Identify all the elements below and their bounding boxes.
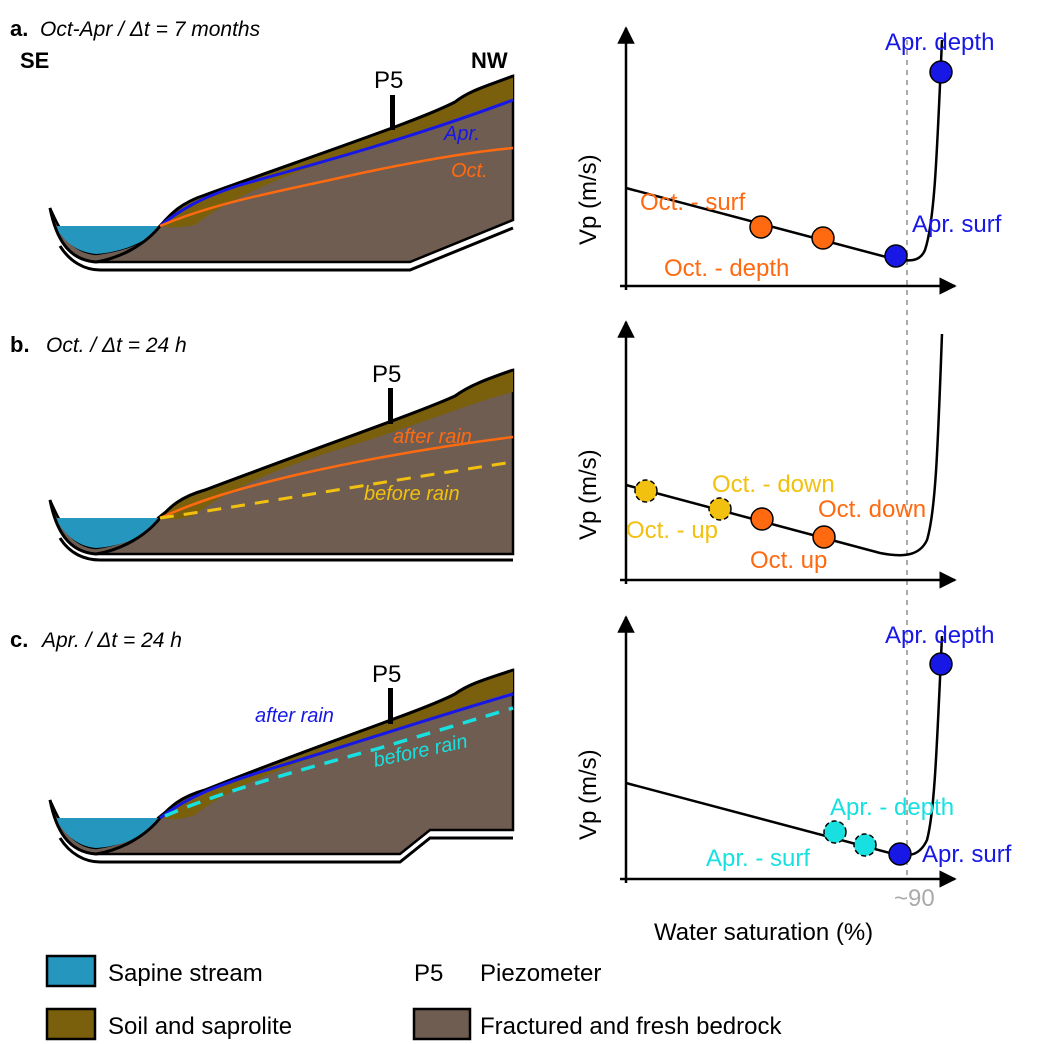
label-apr-depth-after: Apr. depth: [885, 622, 994, 649]
apr-surf-point-after: [888, 842, 912, 866]
panel-c-after-rain-label: after rain: [255, 705, 334, 727]
after-rain-line: [159, 692, 514, 820]
panel-b-letter: b.: [10, 332, 30, 357]
panel-b-piezometer-label: P5: [372, 361, 401, 388]
label-oct-down-after: Oct. down: [818, 496, 926, 523]
base-line: [58, 836, 513, 864]
panel-a-letter: a.: [10, 16, 28, 41]
apr-surf-point-before: [853, 833, 877, 857]
before-rain-line: [164, 706, 514, 818]
apr-depth-point: [929, 60, 953, 84]
panel-c-piezometer-label: P5: [372, 661, 401, 688]
panel-a-piezometer-label: P5: [374, 67, 403, 94]
apr-surf-point: [884, 244, 908, 268]
base-line: [58, 537, 513, 562]
ground-surface: [48, 668, 514, 856]
legend-piezo-label: Piezometer: [480, 960, 601, 987]
curve-c: Vp (m/s) Apr. depth Apr. - depth Apr. - …: [575, 615, 1012, 888]
legend-soil-swatch: [45, 1007, 97, 1041]
panel-c-section: c. Apr. / Δt = 24 h P5 after rain before…: [10, 627, 515, 864]
soil-layer: [160, 76, 513, 228]
oct-surf-point: [749, 215, 773, 239]
october-line: [159, 146, 514, 228]
threshold-label: ~90: [894, 885, 935, 912]
label-apr-surf: Apr. surf: [912, 211, 1002, 238]
curve-a-ylabel: Vp (m/s): [575, 154, 602, 245]
legend-piezo-symbol: P5: [414, 960, 443, 987]
label-oct-down-before: Oct. - down: [712, 471, 835, 498]
panel-a-nw-label: NW: [471, 48, 508, 73]
label-apr-depth-before: Apr. - depth: [830, 794, 954, 821]
x-axis-label: Water saturation (%): [654, 919, 873, 946]
label-oct-up-after: Oct. up: [750, 547, 827, 574]
curve-c-ylabel: Vp (m/s): [575, 749, 602, 840]
panel-b-section: b. Oct. / Δt = 24 h P5 after rain before…: [10, 332, 515, 562]
vp-curve: [625, 635, 944, 857]
legend-bedrock-swatch: [412, 1007, 472, 1041]
oct-up-point-before: [634, 479, 658, 503]
oct-down-point-after: [812, 525, 836, 549]
panel-a-oct-label: Oct.: [451, 160, 488, 182]
panel-c-letter: c.: [10, 627, 28, 652]
panel-b-before-rain-label: before rain: [364, 483, 460, 505]
label-apr-surf-after: Apr. surf: [922, 841, 1012, 868]
ground-surface: [48, 368, 514, 556]
oct-up-point-after: [750, 507, 774, 531]
vp-curve: [625, 333, 944, 557]
label-apr-depth: Apr. depth: [885, 29, 994, 56]
legend-soil-label: Soil and saprolite: [108, 1013, 292, 1040]
april-line: [159, 98, 514, 228]
label-apr-surf-before: Apr. - surf: [706, 845, 810, 872]
sapine-stream: [55, 818, 160, 848]
curve-a: Vp (m/s) Oct. - surf Oct. - depth Apr. s…: [575, 26, 1002, 295]
vp-curve: [625, 39, 944, 262]
curve-b: Vp (m/s) Oct. - down Oct. down Oct. - up…: [575, 320, 957, 589]
sapine-stream: [55, 226, 160, 254]
legend-stream-label: Sapine stream: [108, 960, 263, 987]
panel-c-title: Apr. / Δt = 24 h: [40, 629, 182, 652]
label-oct-depth: Oct. - depth: [664, 255, 789, 282]
legend-stream-swatch: [45, 954, 97, 988]
apr-depth-point-after: [929, 652, 953, 676]
panel-a-se-label: SE: [20, 48, 49, 73]
legend-bedrock-label: Fractured and fresh bedrock: [480, 1013, 782, 1040]
panel-b-title: Oct. / Δt = 24 h: [46, 334, 187, 357]
panel-b-after-rain-label: after rain: [393, 426, 472, 448]
oct-down-point-before: [708, 497, 732, 521]
piezometer-marker: [388, 388, 393, 424]
after-rain-line: [159, 435, 514, 520]
label-oct-surf: Oct. - surf: [640, 189, 746, 216]
panel-a-title: Oct-Apr / Δt = 7 months: [40, 18, 261, 41]
oct-depth-point: [811, 226, 835, 250]
piezometer-marker: [388, 688, 393, 724]
panel-a-apr-label: Apr.: [443, 123, 480, 145]
base-line: [58, 226, 514, 272]
label-oct-up-before: Oct. - up: [626, 517, 718, 544]
apr-depth-point-before: [823, 820, 847, 844]
soil-layer: [160, 370, 513, 520]
ground-surface: [48, 74, 514, 264]
panel-a-section: a. Oct-Apr / Δt = 7 months SE NW P5 Apr.…: [10, 16, 515, 272]
legend: Sapine stream P5 Piezometer Soil and sap…: [45, 954, 782, 1041]
sapine-stream: [55, 518, 160, 548]
curve-b-ylabel: Vp (m/s): [575, 449, 602, 540]
piezometer-marker: [390, 95, 395, 130]
